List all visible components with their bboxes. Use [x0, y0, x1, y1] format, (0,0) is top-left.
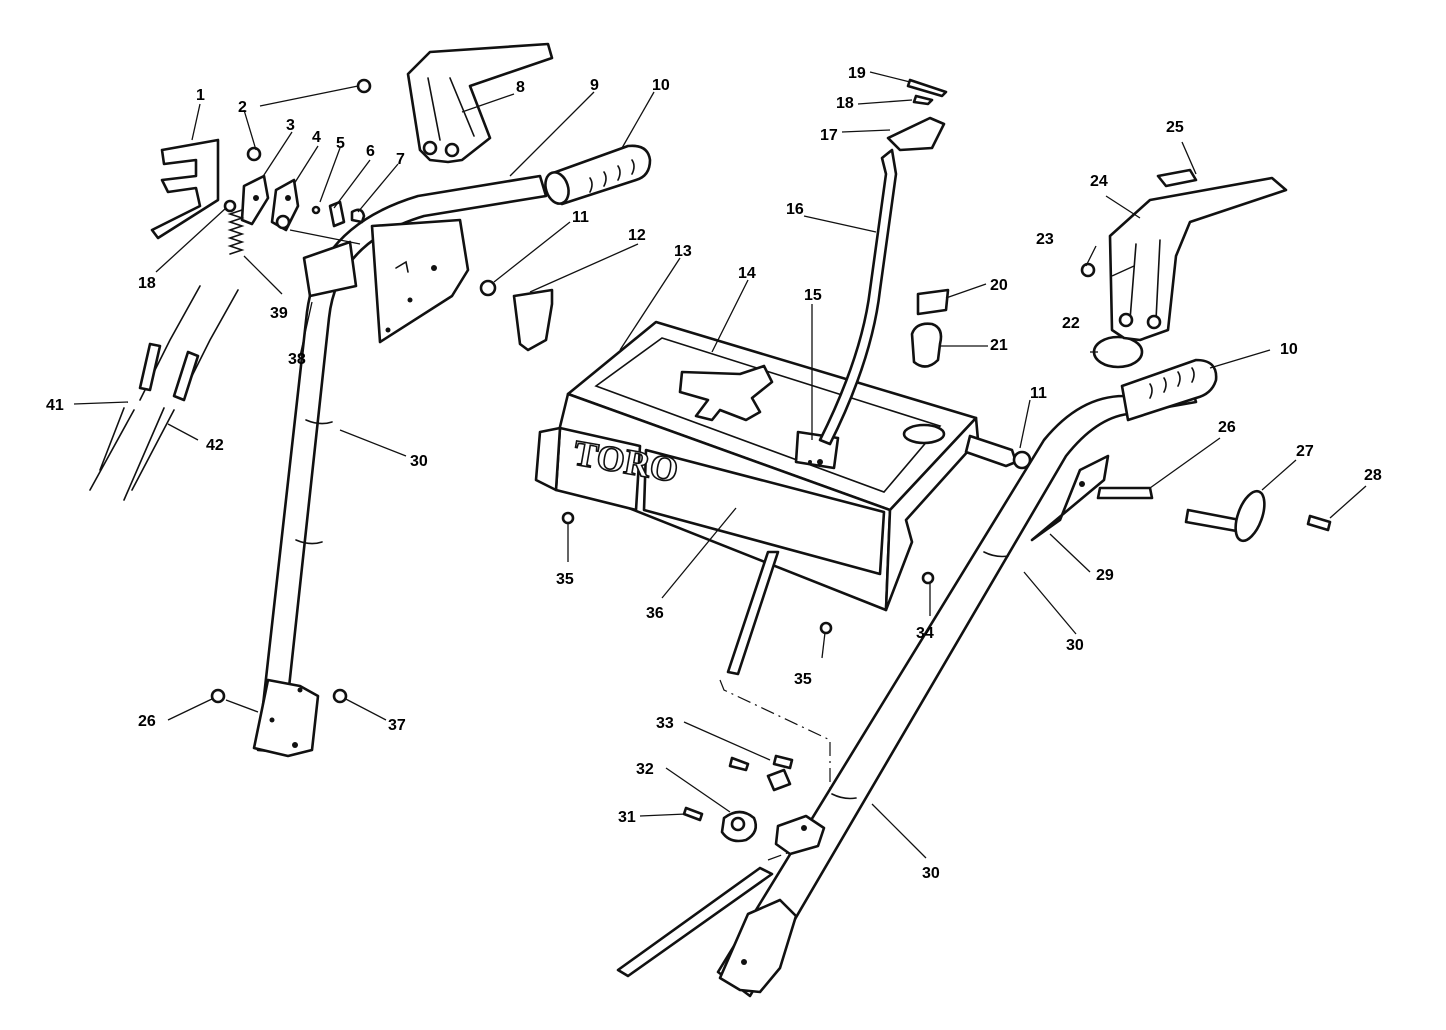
- callout-18-top: 18: [836, 95, 854, 112]
- right-grip: [1120, 358, 1218, 422]
- callout-22: 22: [1062, 315, 1080, 332]
- callout-17: 17: [820, 127, 838, 144]
- chute-crank-shaft: [616, 550, 831, 978]
- hardware-dots: [210, 279, 935, 704]
- callout-6: 6: [366, 143, 375, 160]
- callout-3: 3: [286, 117, 295, 134]
- right-handle-cover-bracket: [1108, 176, 1288, 342]
- callout-35-bottom: 35: [794, 671, 812, 688]
- callout-36: 36: [646, 605, 664, 622]
- callout-26-right: 26: [1218, 419, 1236, 436]
- left-handle-cover-bracket: [406, 42, 554, 164]
- left-control-cables: [89, 285, 239, 501]
- callout-10-left: 10: [652, 77, 670, 94]
- left-shield-plate: [150, 138, 220, 240]
- callout-30-right: 30: [1066, 637, 1084, 654]
- callout-9: 9: [590, 77, 599, 94]
- callout-41: 41: [46, 397, 64, 414]
- shift-lever: [818, 78, 948, 446]
- callout-11-left: 11: [572, 209, 589, 226]
- callout-30-bottom: 30: [922, 865, 940, 882]
- right-small-hardware: [910, 168, 1332, 543]
- left-side-bracket-plate: [370, 218, 470, 344]
- callout-21: 21: [990, 337, 1008, 354]
- callout-37: 37: [388, 717, 406, 734]
- callout-13: 13: [674, 243, 692, 260]
- callout-labels: 1 2 3 4 5 6 7 8 9 10 10 11 11 12 13 14 1…: [46, 65, 1382, 882]
- callout-4: 4: [312, 129, 321, 146]
- callout-18-left: 18: [138, 275, 156, 292]
- callout-11-right: 11: [1030, 385, 1047, 402]
- callout-38: 38: [288, 351, 306, 368]
- callout-8: 8: [516, 79, 525, 96]
- callout-31: 31: [618, 809, 636, 826]
- callout-29: 29: [1096, 567, 1114, 584]
- callout-16: 16: [786, 201, 804, 218]
- callout-23: 23: [1036, 231, 1054, 248]
- callout-32: 32: [636, 761, 654, 778]
- callout-25: 25: [1166, 119, 1184, 136]
- leader-lines: [73, 71, 1367, 859]
- callout-20: 20: [990, 277, 1008, 294]
- callout-14: 14: [738, 265, 756, 282]
- callout-30-left: 30: [410, 453, 428, 470]
- callout-28: 28: [1364, 467, 1382, 484]
- callout-1: 1: [196, 87, 205, 104]
- callout-24: 24: [1090, 173, 1108, 190]
- callout-10-right: 10: [1280, 341, 1298, 358]
- right-handle-bottom-bracket: [718, 898, 798, 994]
- callout-35-left: 35: [556, 571, 574, 588]
- left-small-hardware: [223, 78, 372, 298]
- callout-42: 42: [206, 437, 224, 454]
- chute-crank-ratchet: [682, 754, 826, 856]
- callout-33: 33: [656, 715, 674, 732]
- callout-26-left: 26: [138, 713, 156, 730]
- callout-39: 39: [270, 305, 288, 322]
- callout-19: 19: [848, 65, 866, 82]
- left-grip: [544, 144, 652, 206]
- callout-27: 27: [1296, 443, 1314, 460]
- callout-2: 2: [238, 99, 247, 116]
- callout-7: 7: [396, 151, 405, 168]
- callout-15: 15: [804, 287, 822, 304]
- left-handle-bottom-bracket: [252, 678, 320, 758]
- callout-5: 5: [336, 135, 345, 152]
- callout-12: 12: [628, 227, 646, 244]
- control-panel-body: [534, 320, 980, 612]
- callout-34: 34: [916, 625, 934, 642]
- right-handle-bracket-plate: [1030, 454, 1110, 542]
